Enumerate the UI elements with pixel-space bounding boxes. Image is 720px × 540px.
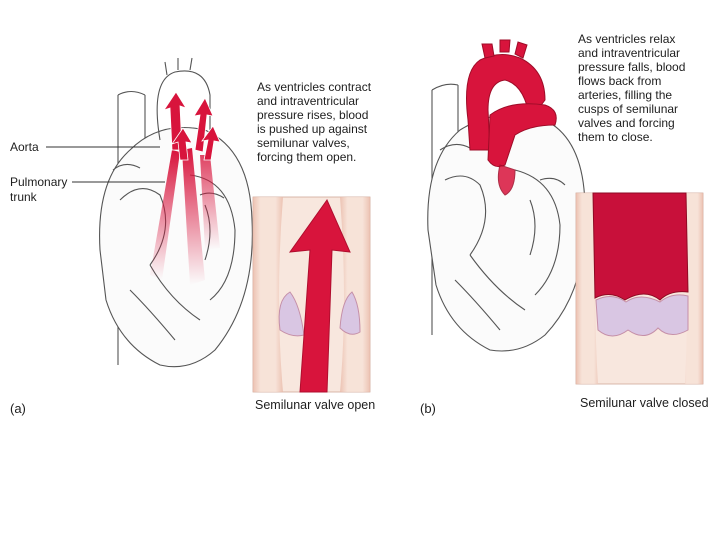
description-line: cusps of semilunar: [578, 102, 685, 116]
description-line: arteries, filling the: [578, 88, 685, 102]
description-line: pressure falls, blood: [578, 60, 685, 74]
panel-b-caption: Semilunar valve closed: [580, 396, 709, 410]
description-line: is pushed up against: [257, 122, 371, 136]
aorta-label: Aorta: [10, 140, 39, 154]
panel-a-description: As ventricles contract and intraventricu…: [257, 80, 371, 164]
description-line: forcing them open.: [257, 150, 371, 164]
description-line: As ventricles contract: [257, 80, 371, 94]
description-line: As ventricles relax: [578, 32, 685, 46]
valve-inset-open: [253, 197, 370, 392]
description-line: flows back from: [578, 74, 685, 88]
pulmonary-trunk-label-line2: trunk: [10, 190, 37, 204]
description-line: valves and forcing: [578, 116, 685, 130]
description-line: and intraventricular: [578, 46, 685, 60]
description-line: pressure rises, blood: [257, 108, 371, 122]
description-line: semilunar valves,: [257, 136, 371, 150]
panel-a-label: (a): [10, 402, 26, 416]
description-line: and intraventricular: [257, 94, 371, 108]
pulmonary-trunk-label-line1: Pulmonary: [10, 175, 67, 189]
panel-b-label: (b): [420, 402, 436, 416]
valve-inset-closed: [576, 193, 703, 384]
panel-a-caption: Semilunar valve open: [255, 398, 375, 412]
description-line: them to close.: [578, 130, 685, 144]
panel-b-description: As ventricles relax and intraventricular…: [578, 32, 685, 144]
